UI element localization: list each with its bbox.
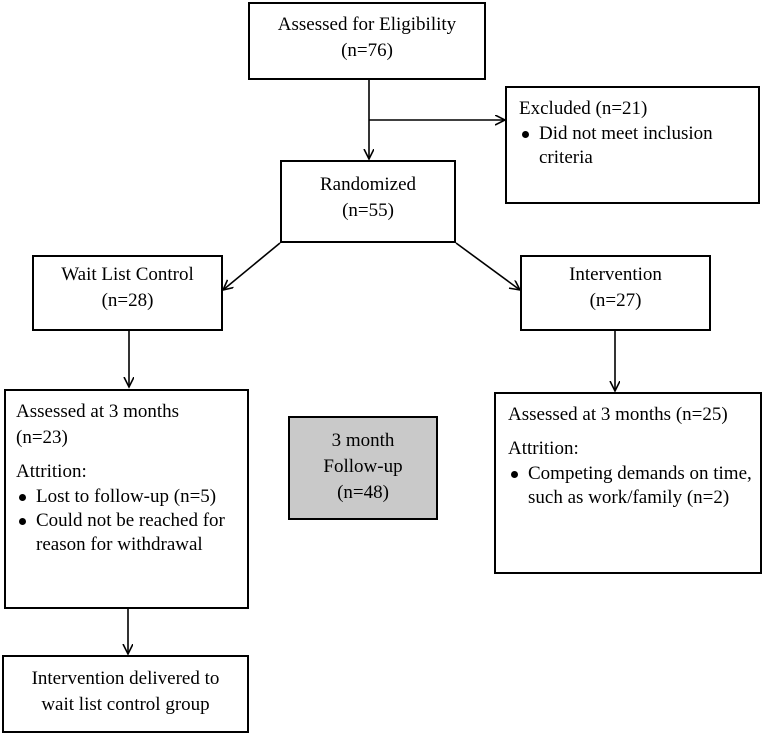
intervention-attrition-label: Attrition: (508, 438, 579, 459)
intervention-attrition-bullet: Competing demands on time, such as work/… (508, 462, 752, 510)
randomized-count: (n=55) (342, 200, 394, 221)
eligibility-count: (n=76) (341, 40, 393, 61)
intervention-count: (n=27) (589, 290, 642, 311)
waitlist-3mo-title: Assessed at 3 months (16, 401, 180, 422)
intervention-3mo-box: Assessed at 3 months (n=25) Attrition: C… (494, 392, 762, 574)
followup-line1: 3 month (331, 430, 395, 451)
waitlist-title: Wait List Control (61, 264, 194, 285)
delivered-box: Intervention delivered to wait list cont… (2, 655, 249, 733)
arrow-randomized-to-waitlist (223, 242, 281, 290)
waitlist-attrition-bullets: Lost to follow-up (n=5) Could not be rea… (16, 485, 239, 557)
eligibility-title: Assessed for Eligibility (277, 14, 457, 35)
waitlist-attrition-label: Attrition: (16, 461, 87, 482)
followup-box: 3 month Follow-up (n=48) (288, 416, 438, 520)
intervention-box: Intervention (n=27) (520, 255, 711, 331)
waitlist-attrition-bullet: Lost to follow-up (n=5) (16, 485, 239, 509)
waitlist-attrition-bullet: Could not be reached for reason for with… (16, 509, 239, 557)
waitlist-3mo-count: (n=23) (16, 427, 68, 448)
waitlist-box: Wait List Control (n=28) (32, 255, 223, 331)
intervention-attrition-bullets: Competing demands on time, such as work/… (508, 462, 752, 510)
delivered-line2: wait list control group (41, 694, 210, 715)
arrow-randomized-to-intervention (455, 242, 520, 290)
followup-line2: Follow-up (323, 456, 403, 477)
intervention-3mo-title: Assessed at 3 months (n=25) (508, 404, 728, 425)
excluded-bullets: Did not meet inclusion criteria (519, 122, 758, 170)
excluded-box: Excluded (n=21) Did not meet inclusion c… (505, 86, 760, 204)
waitlist-3mo-box: Assessed at 3 months (n=23) Attrition: L… (4, 389, 249, 609)
randomized-box: Randomized (n=55) (280, 160, 456, 243)
waitlist-count: (n=28) (101, 290, 154, 311)
randomized-title: Randomized (319, 174, 417, 195)
followup-count: (n=48) (337, 482, 389, 503)
excluded-bullet: Did not meet inclusion criteria (519, 122, 758, 170)
excluded-title: Excluded (n=21) (519, 98, 648, 119)
intervention-title: Intervention (569, 264, 662, 285)
eligibility-box: Assessed for Eligibility (n=76) (248, 2, 486, 80)
delivered-line1: Intervention delivered to (31, 668, 220, 689)
